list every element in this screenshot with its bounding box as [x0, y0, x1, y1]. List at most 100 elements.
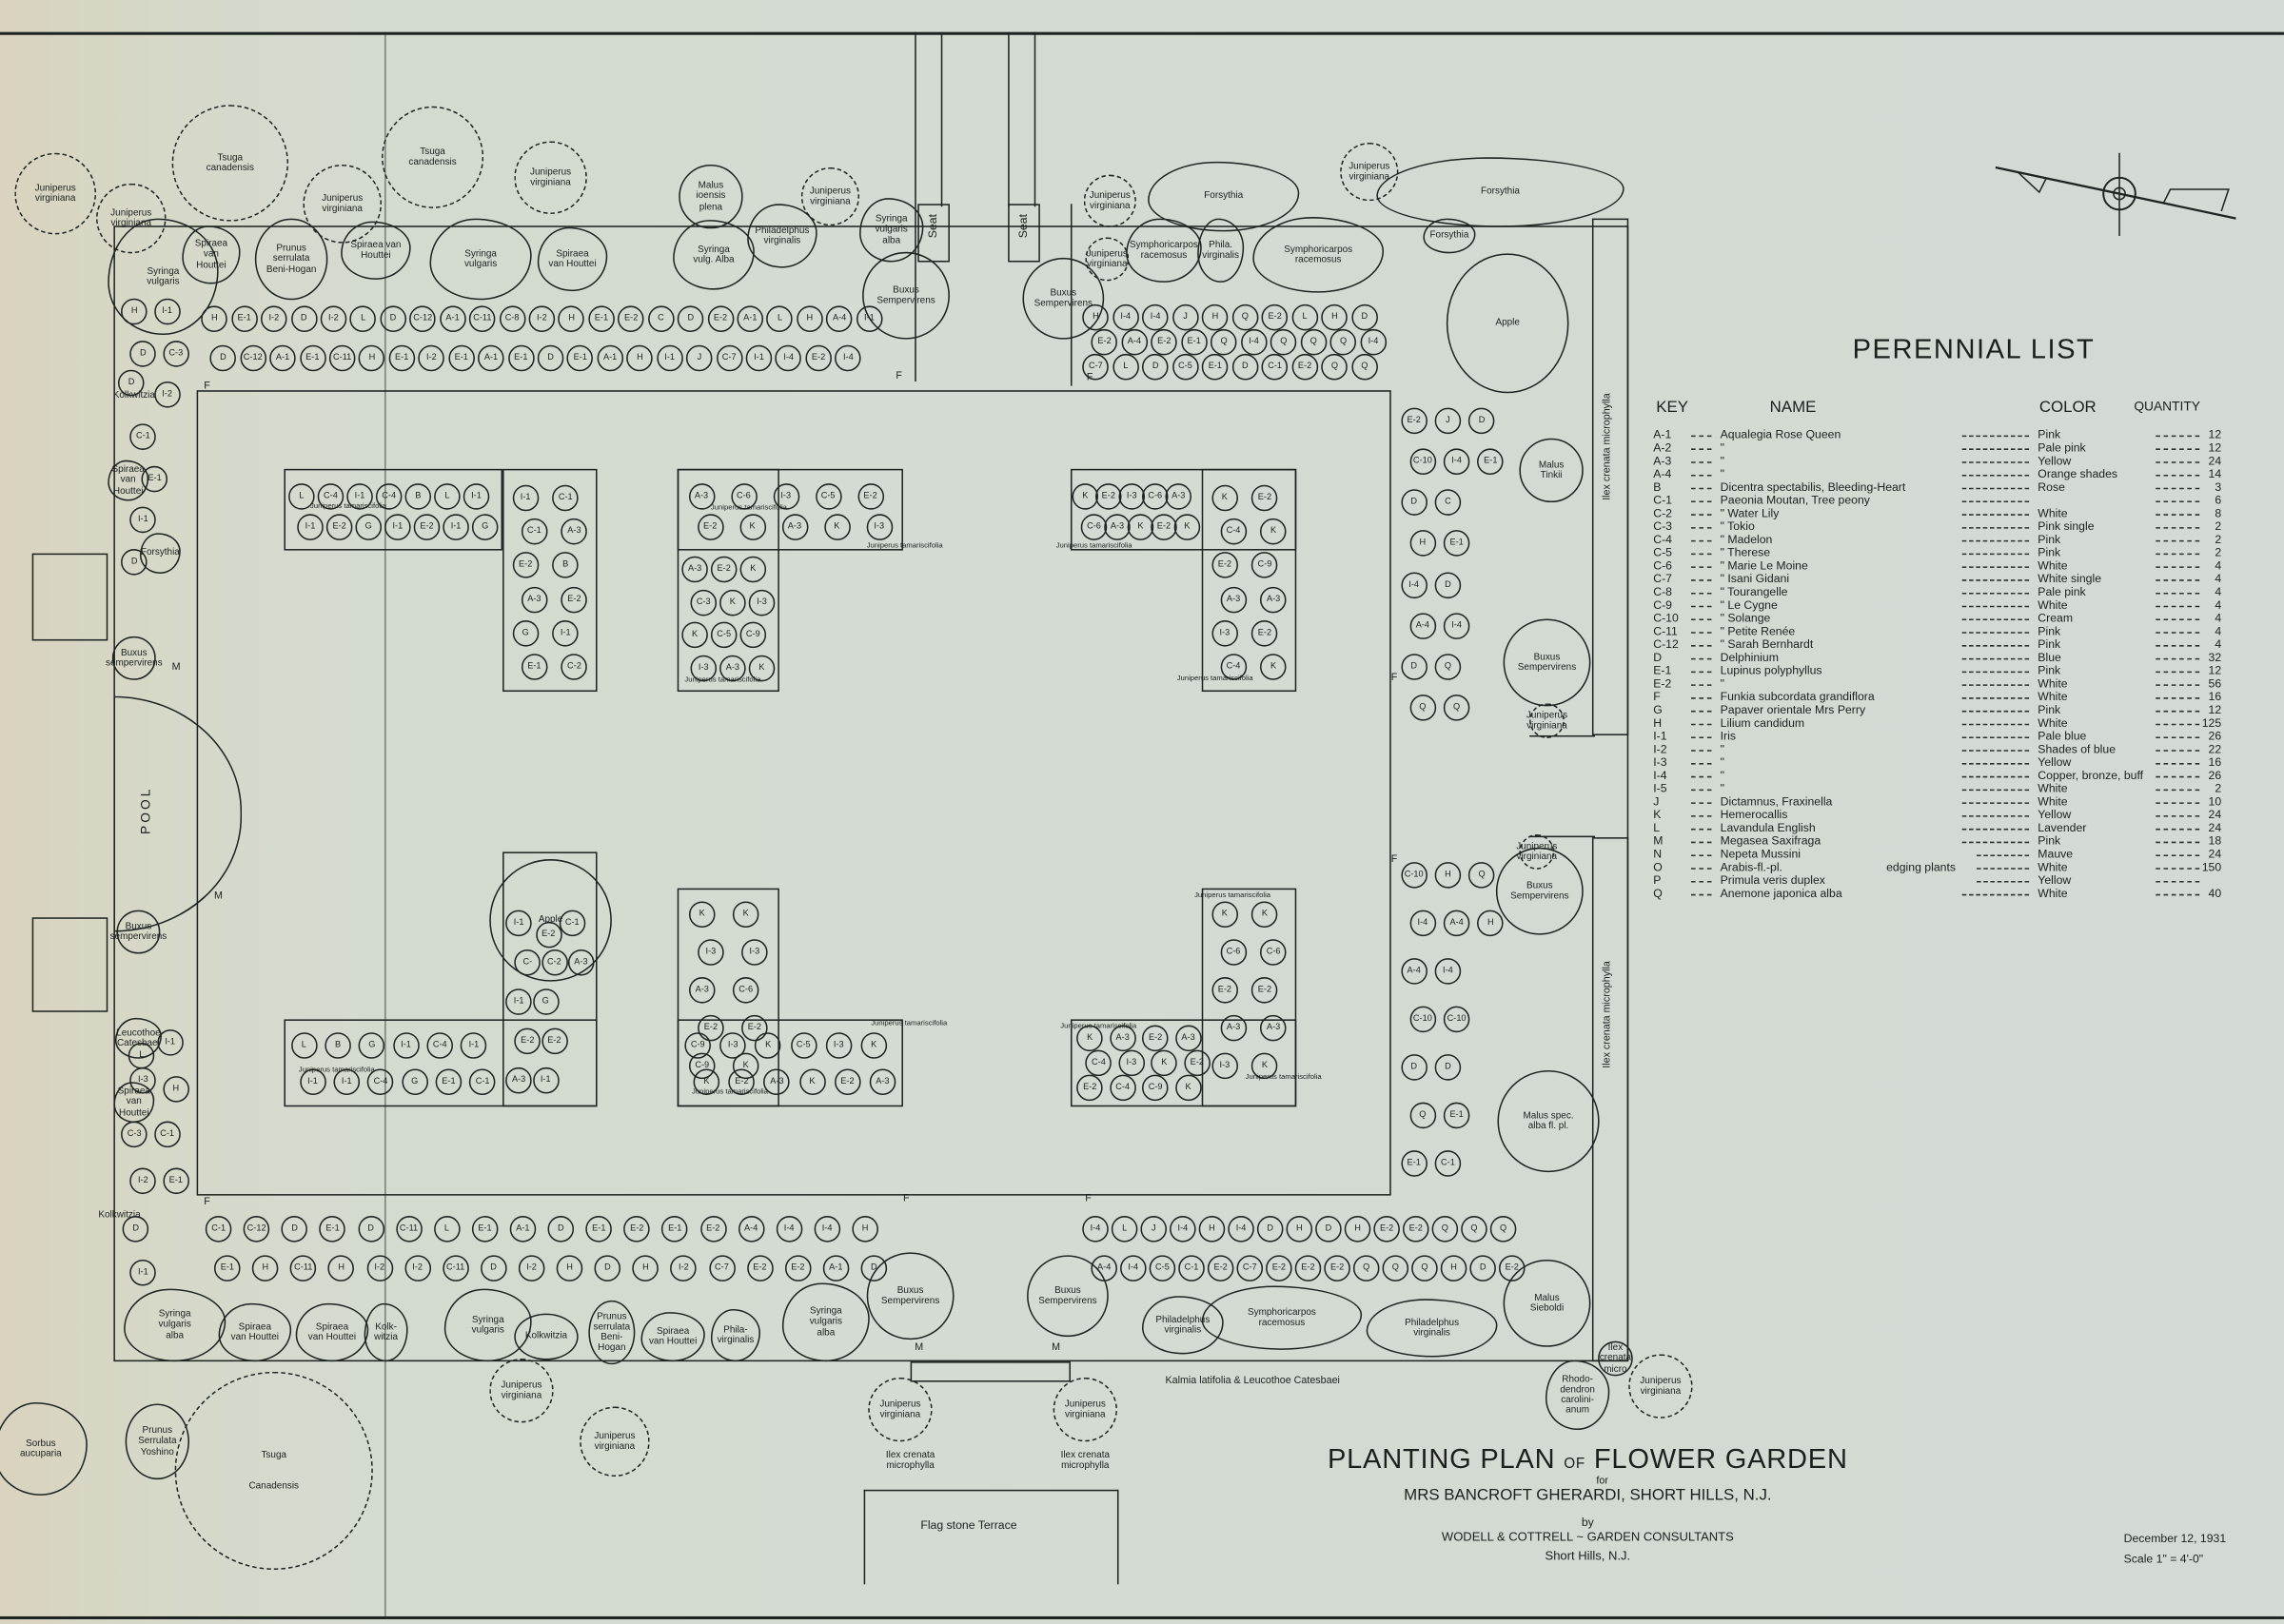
funkia-marker: F: [204, 1197, 210, 1207]
plant-circle: G: [532, 988, 559, 1015]
plant-circle: I-4: [1360, 328, 1387, 356]
plant-circle: A-3: [688, 482, 715, 509]
plant-circle: D: [1400, 653, 1428, 680]
plant-circle: C-11: [442, 1255, 469, 1282]
leader: [2156, 428, 2200, 438]
row-name: " Isani Gidani: [1720, 572, 1790, 586]
row-quantity: 16: [2208, 755, 2222, 770]
row-name: ": [1720, 755, 1724, 770]
plant-circle: J: [1172, 304, 1199, 331]
row-quantity: 40: [2208, 887, 2222, 900]
plant-circle: C-11: [289, 1255, 317, 1282]
plant-circle: K: [798, 1067, 826, 1095]
plant-circle: C-7: [708, 1255, 736, 1282]
plant-circle: D: [860, 1255, 888, 1282]
plant-circle: Q: [1468, 862, 1495, 890]
plant-circle: I-4: [1409, 910, 1436, 937]
leader: [2156, 834, 2200, 844]
leader: [2156, 533, 2200, 542]
plant-forsythia: Forsythia: [1376, 157, 1624, 227]
plant-circle: K: [1173, 513, 1201, 540]
leader: [1691, 494, 1712, 503]
plant-circle: K: [1151, 1049, 1178, 1077]
leader: [2156, 612, 2200, 621]
leader: [1961, 467, 2030, 477]
plant-circle: C-11: [328, 345, 356, 372]
plant-circle: I-4: [776, 1215, 802, 1242]
title-by: by: [1581, 1516, 1594, 1530]
plant-circle: Q: [1443, 695, 1470, 721]
plant-circle: E-2: [623, 1215, 651, 1242]
plant-circle: C-6: [732, 977, 759, 1004]
plant-circle: H: [1286, 1215, 1313, 1242]
funkia-marker: F: [902, 1194, 910, 1204]
plan-scale: Scale 1" = 4'-0": [2123, 1552, 2204, 1566]
plant-circle: C-9: [1142, 1074, 1169, 1101]
leader: [1691, 795, 1712, 804]
plant-circle: C-4: [1109, 1074, 1136, 1101]
plant-circle: E-2: [561, 586, 588, 613]
row-color: Rose: [2038, 480, 2065, 494]
row-name: Lilium candidum: [1720, 716, 1805, 730]
plant-kolkwitzia: Kolkwitzia: [112, 390, 155, 401]
juniperus-tamariscifolia-label: Juniperus tamariscifolia: [1060, 1022, 1137, 1031]
row-quantity: 2: [2215, 533, 2222, 546]
leader: [2156, 625, 2200, 634]
leader: [2156, 573, 2200, 581]
perennial-bed: [284, 468, 503, 551]
leader: [1691, 716, 1712, 726]
leader: [2156, 598, 2200, 608]
plant-circle: E-1: [1477, 448, 1505, 476]
leader: [2156, 480, 2200, 490]
row-quantity: 4: [2215, 572, 2222, 586]
header-color: COLOR: [2038, 399, 2097, 417]
plant-symphoricarpos: Symphoricarpos racemosus: [1252, 217, 1385, 293]
leader: [2156, 651, 2200, 660]
plant-circle: L: [433, 1215, 461, 1242]
leader: [2156, 755, 2200, 765]
row-name: " Water Lily: [1720, 506, 1780, 520]
plant-circle: A-4: [1121, 328, 1148, 356]
leader: [1961, 519, 2030, 529]
plant-circle: I-1: [505, 988, 532, 1015]
row-name: Lavandula English: [1720, 821, 1816, 835]
plant-circle: B: [552, 552, 580, 579]
plant-circle: E-1: [1443, 530, 1470, 558]
plant-circle: D: [118, 370, 145, 397]
plant-kolkwitzia: Kolkwitzia: [514, 1313, 579, 1360]
megasea-marker: M: [171, 662, 181, 674]
leader: [1691, 585, 1712, 595]
plant-circle: E-2: [514, 1027, 541, 1054]
plant-circle: I-3: [865, 513, 893, 540]
plant-circle: K: [1260, 654, 1287, 681]
leader: [2156, 716, 2200, 726]
plant-spiraea: Spiraea van Houttei: [640, 1312, 705, 1362]
leader: [1961, 598, 2030, 608]
plant-philadelphus: Philadelphus virginalis: [1366, 1299, 1498, 1358]
row-color: Blue: [2038, 651, 2061, 664]
row-quantity: 6: [2215, 493, 2222, 507]
plant-circle: C-6: [730, 482, 758, 509]
funkia-marker: F: [896, 371, 902, 382]
plant-circle: E-1: [585, 1215, 613, 1242]
plant-circle: A-4: [826, 305, 853, 332]
row-name: Primula veris duplex: [1720, 873, 1825, 888]
leader: [1961, 507, 2030, 516]
plant-circle: I-1: [299, 1067, 326, 1095]
west-steps-south: [31, 917, 108, 1012]
leader: [2156, 519, 2200, 529]
plant-circle: H: [852, 1215, 878, 1242]
leader: [1691, 703, 1712, 713]
plant-circle: K: [688, 901, 716, 928]
plant-circle: C-4: [317, 482, 345, 509]
row-name: " Petite Renée: [1720, 624, 1796, 638]
leader: [1691, 625, 1712, 634]
plant-circle: H: [1202, 304, 1229, 331]
